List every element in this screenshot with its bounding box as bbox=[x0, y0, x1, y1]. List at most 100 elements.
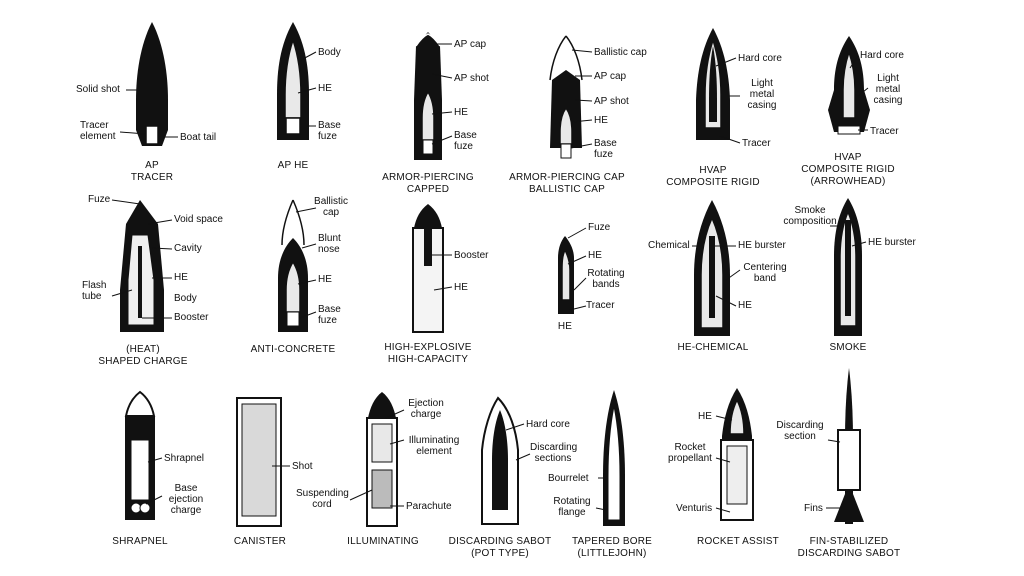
label-hard-core: Hard core bbox=[738, 53, 782, 64]
label-illuminating-element: Illuminating element bbox=[408, 435, 460, 457]
label-hard-core: Hard core bbox=[860, 50, 904, 61]
label-rotating-bands: Rotating bands bbox=[587, 268, 625, 290]
shell-hvap bbox=[696, 28, 741, 144]
label-he: HE bbox=[174, 272, 188, 283]
label-discarding-section: Discarding section bbox=[776, 420, 824, 442]
caption-line: HE bbox=[557, 321, 573, 332]
label-ballistic-cap: Ballistic cap bbox=[594, 47, 647, 58]
caption-shrapnel: SHRAPNEL bbox=[104, 536, 176, 548]
caption-line: (POT TYPE) bbox=[471, 548, 529, 559]
label-he: HE bbox=[738, 300, 752, 311]
caption-line: BALLISTIC CAP bbox=[529, 184, 605, 195]
label-ap-shot: AP shot bbox=[594, 96, 629, 107]
caption-line: DISCARDING SABOT bbox=[448, 536, 552, 547]
label-fuze: Fuze bbox=[588, 222, 611, 233]
label-base-fuze: Base fuze bbox=[594, 138, 617, 160]
label-centering-band: Centering band bbox=[743, 262, 787, 284]
caption-line: HIGH-CAPACITY bbox=[387, 354, 469, 365]
label-ballistic-cap: Ballistic cap bbox=[314, 196, 348, 218]
caption-line: CAPPED bbox=[406, 184, 450, 195]
shell-ap-he bbox=[277, 22, 317, 140]
shell-tapered-bore bbox=[595, 390, 625, 526]
label-rocket-propellant: Rocket propellant bbox=[668, 442, 712, 464]
caption-line: TAPERED BORE bbox=[571, 536, 652, 547]
label-ap-cap: AP cap bbox=[594, 71, 627, 82]
label-cavity: Cavity bbox=[174, 243, 202, 254]
label-hard-core: Hard core bbox=[526, 419, 570, 430]
caption-line: ARMOR-PIERCING bbox=[382, 172, 474, 183]
label-tracer: Tracer bbox=[742, 138, 771, 149]
label-he-burster: HE burster bbox=[738, 240, 786, 251]
label-ap-shot: AP shot bbox=[454, 73, 489, 84]
label-he: HE bbox=[594, 115, 608, 126]
label-he: HE bbox=[454, 107, 468, 118]
caption-anti-concrete: ANTI-CONCRETE bbox=[242, 344, 344, 356]
label-he: HE bbox=[318, 83, 332, 94]
caption-line: (ARROWHEAD) bbox=[810, 176, 886, 187]
caption-line: TRACER bbox=[130, 172, 174, 183]
caption-line: ILLUMINATING bbox=[347, 536, 419, 547]
label-venturis: Venturis bbox=[676, 503, 713, 514]
label-bourrelet: Bourrelet bbox=[548, 473, 589, 484]
label-tracer: Tracer bbox=[586, 300, 615, 311]
label-booster: Booster bbox=[454, 250, 489, 261]
label-boat-tail: Boat tail bbox=[180, 132, 217, 143]
shell-heat bbox=[111, 199, 173, 332]
shell-illuminating bbox=[349, 392, 405, 527]
label-solid-shot: Solid shot bbox=[76, 84, 120, 95]
label-ejection-charge: Ejection charge bbox=[408, 398, 444, 420]
caption-illuminating: ILLUMINATING bbox=[336, 536, 430, 548]
label-base-ejection-charge: Base ejection charge bbox=[168, 483, 204, 516]
caption-line: SMOKE bbox=[829, 342, 867, 353]
caption-ap-he: AP HE bbox=[268, 160, 318, 172]
label-booster: Booster bbox=[174, 312, 209, 323]
shell-ap-tracer bbox=[119, 22, 178, 146]
caption-line: HIGH-EXPLOSIVE bbox=[384, 342, 472, 353]
label-discarding-sections: Discarding sections bbox=[530, 442, 578, 464]
caption-line: ARMOR-PIERCING CAP bbox=[509, 172, 625, 183]
label-base-fuze: Base fuze bbox=[318, 120, 341, 142]
caption-line: HVAP bbox=[834, 152, 862, 163]
shell-fin-sabot bbox=[826, 368, 864, 524]
label-light-metal-casing: Light metal casing bbox=[747, 78, 777, 111]
caption-rocket-assist: ROCKET ASSIST bbox=[686, 536, 790, 548]
shell-sabot-pot bbox=[481, 396, 531, 525]
caption-line: FIN-STABILIZED bbox=[809, 536, 889, 547]
caption-smoke: SMOKE bbox=[812, 342, 884, 354]
shell-smoke bbox=[830, 198, 867, 336]
shell-rocket-assist bbox=[715, 388, 754, 521]
label-tracer-element: Tracer element bbox=[80, 120, 116, 142]
shell-hvap-arrow bbox=[828, 36, 870, 135]
caption-he-small: HE bbox=[548, 321, 582, 333]
caption-line: (HEAT) bbox=[126, 344, 160, 355]
caption-line: DISCARDING SABOT bbox=[797, 548, 901, 559]
caption-line: SHRAPNEL bbox=[112, 536, 168, 547]
shell-apcbc bbox=[549, 35, 593, 159]
shell-anti-concrete bbox=[278, 199, 317, 332]
label-fins: Fins bbox=[804, 503, 823, 514]
label-he: HE bbox=[318, 274, 332, 285]
shell-shrapnel bbox=[124, 390, 163, 520]
label-shrapnel: Shrapnel bbox=[164, 453, 205, 464]
label-he: HE bbox=[698, 411, 712, 422]
caption-line: SHAPED CHARGE bbox=[98, 356, 188, 367]
shell-he-hc bbox=[412, 204, 453, 333]
caption-line: COMPOSITE RIGID bbox=[801, 164, 895, 175]
label-light-metal-casing: Light metal casing bbox=[873, 73, 903, 106]
label-ap-cap: AP cap bbox=[454, 39, 487, 50]
label-shot: Shot bbox=[292, 461, 313, 472]
caption-canister: CANISTER bbox=[222, 536, 298, 548]
label-parachute: Parachute bbox=[406, 501, 452, 512]
label-suspending-cord: Suspending cord bbox=[296, 488, 349, 510]
label-rotating-flange: Rotating flange bbox=[553, 496, 591, 518]
label-blunt-nose: Blunt nose bbox=[318, 233, 341, 255]
label-chemical: Chemical bbox=[648, 240, 690, 251]
caption-line: (LITTLEJOHN) bbox=[577, 548, 647, 559]
